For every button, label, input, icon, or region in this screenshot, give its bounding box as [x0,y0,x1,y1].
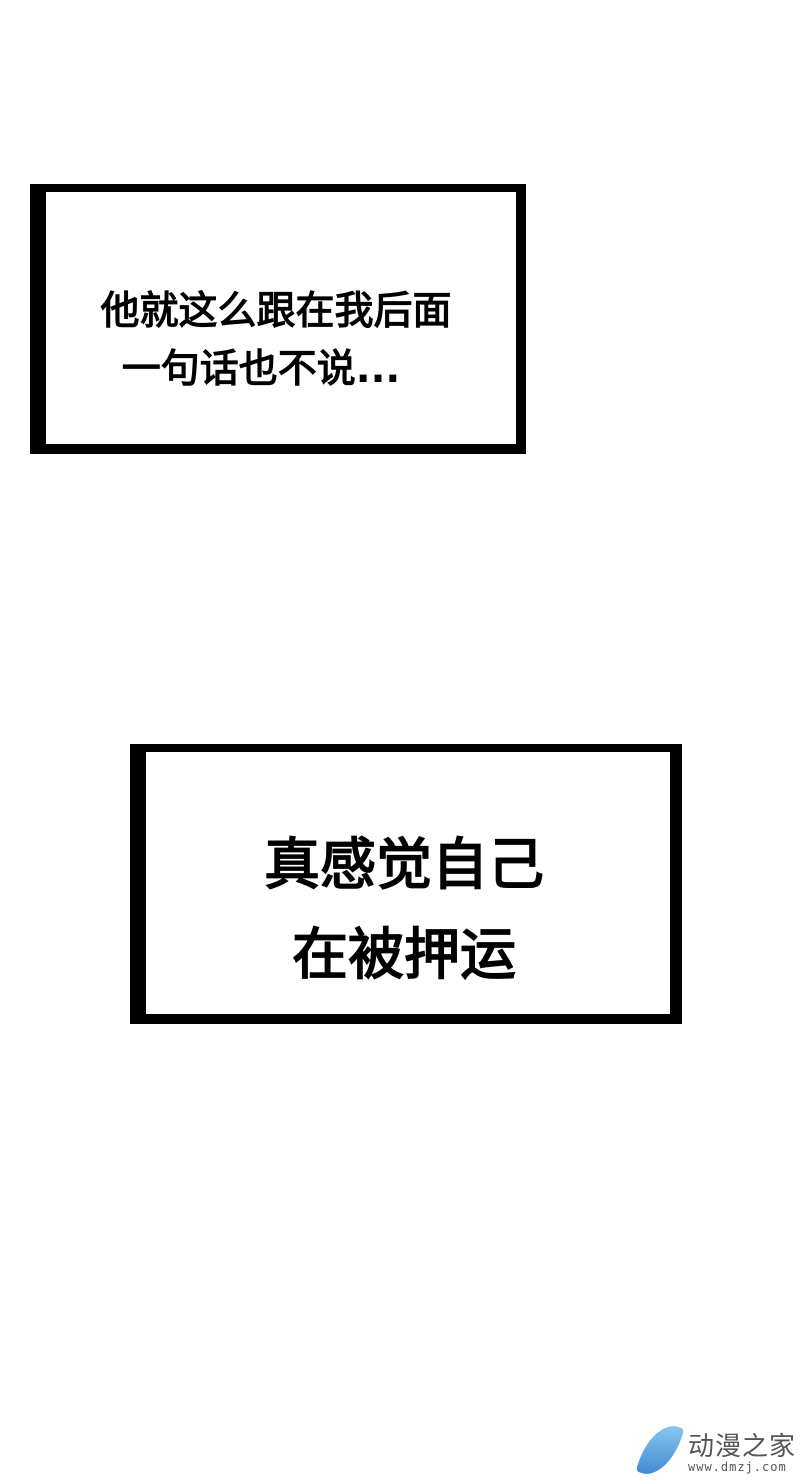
caption-line: 一句话也不说... [121,347,401,392]
caption-line: 他就这么跟在我后面 [100,289,452,334]
caption-box-2: 真感觉自己 在被押运 [130,744,682,1024]
caption-line: 真感觉自己 [264,833,544,898]
caption-line: 在被押运 [292,923,516,988]
watermark-url: www.dmzj.com [688,1460,787,1474]
watermark-name: 动漫之家 [688,1432,797,1462]
caption-box-1: 他就这么跟在我后面 一句话也不说... [30,184,526,454]
wing-logo-icon [635,1418,685,1482]
watermark-logo: 动漫之家 www.dmzj.com [635,1418,800,1484]
